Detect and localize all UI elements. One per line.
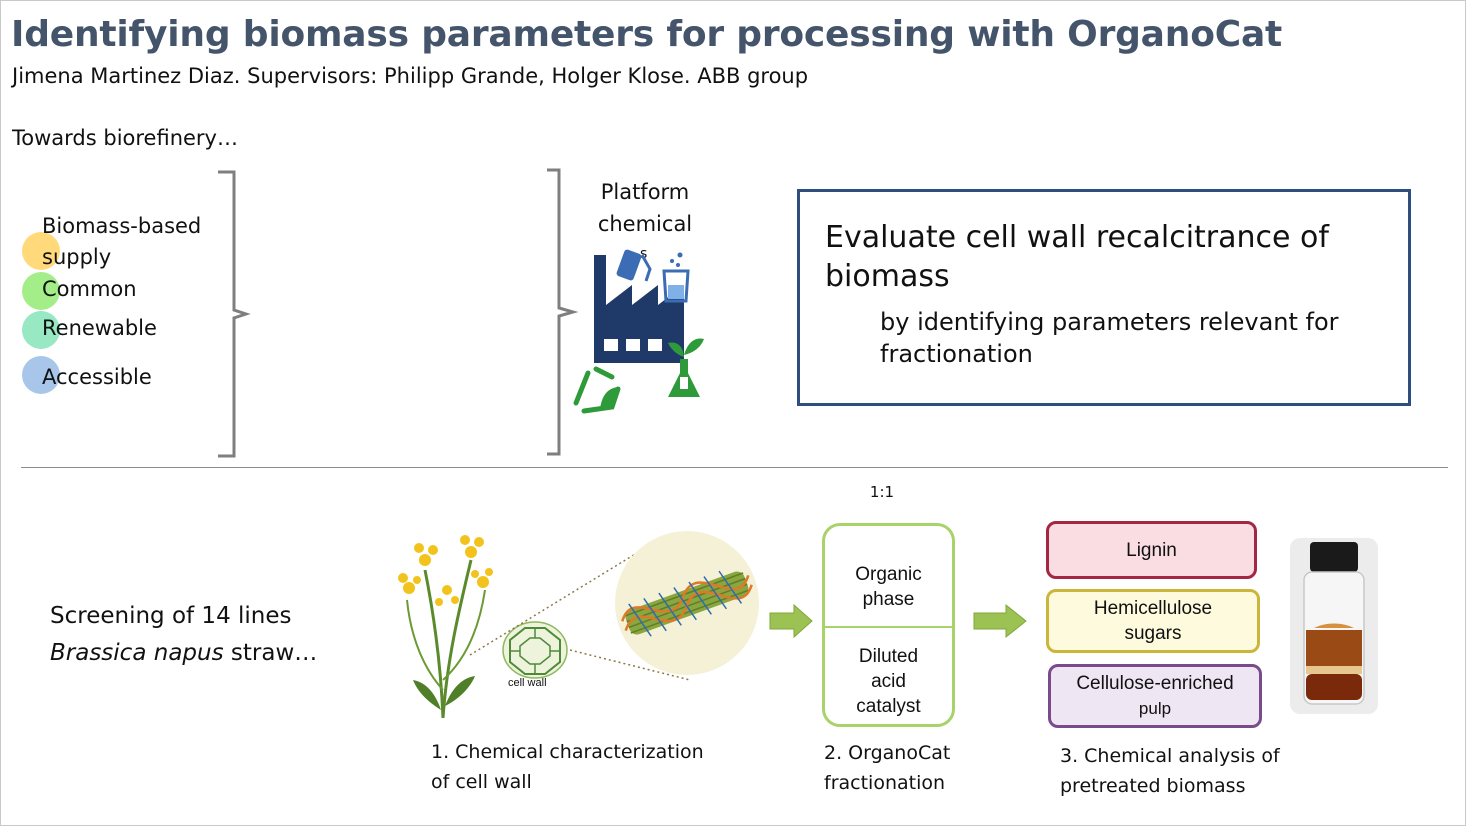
sample-vial-photo — [1290, 538, 1378, 714]
factory-icon — [573, 249, 704, 414]
property-renewable: Renewable — [42, 316, 157, 340]
right-brace-icon — [218, 170, 251, 458]
arrow-right-2-icon — [973, 603, 1027, 639]
teal-dot-icon — [22, 311, 60, 349]
yellow-dot-icon — [22, 232, 60, 270]
slide-title: Identifying biomass parameters for proce… — [11, 14, 1283, 55]
arrow-right-1-icon — [769, 603, 813, 639]
intro-heading: Towards biorefinery… — [12, 126, 238, 150]
rapeseed-plant-icon — [398, 535, 493, 719]
green-dot-icon — [22, 272, 60, 310]
section-divider — [21, 467, 1448, 468]
platform-suffix: s — [640, 246, 648, 262]
screening-text: Screening of 14 lines Brassica napus str… — [50, 603, 318, 666]
blue-dot-icon — [22, 356, 60, 394]
phase-separator — [825, 626, 952, 628]
cell-wall-label: cell wall — [508, 677, 547, 689]
lignin-box: Lignin — [1046, 521, 1257, 579]
right-brace-2-icon — [547, 168, 579, 456]
ratio-label: 1:1 — [869, 483, 895, 501]
authors-line: Jimena Martinez Diaz. Supervisors: Phili… — [12, 64, 809, 88]
property-accessible: Accessible — [42, 365, 152, 389]
cell-wall-icon — [502, 621, 568, 679]
property-common: Common — [42, 277, 137, 301]
lignocellulose-fiber-icon — [615, 531, 759, 675]
